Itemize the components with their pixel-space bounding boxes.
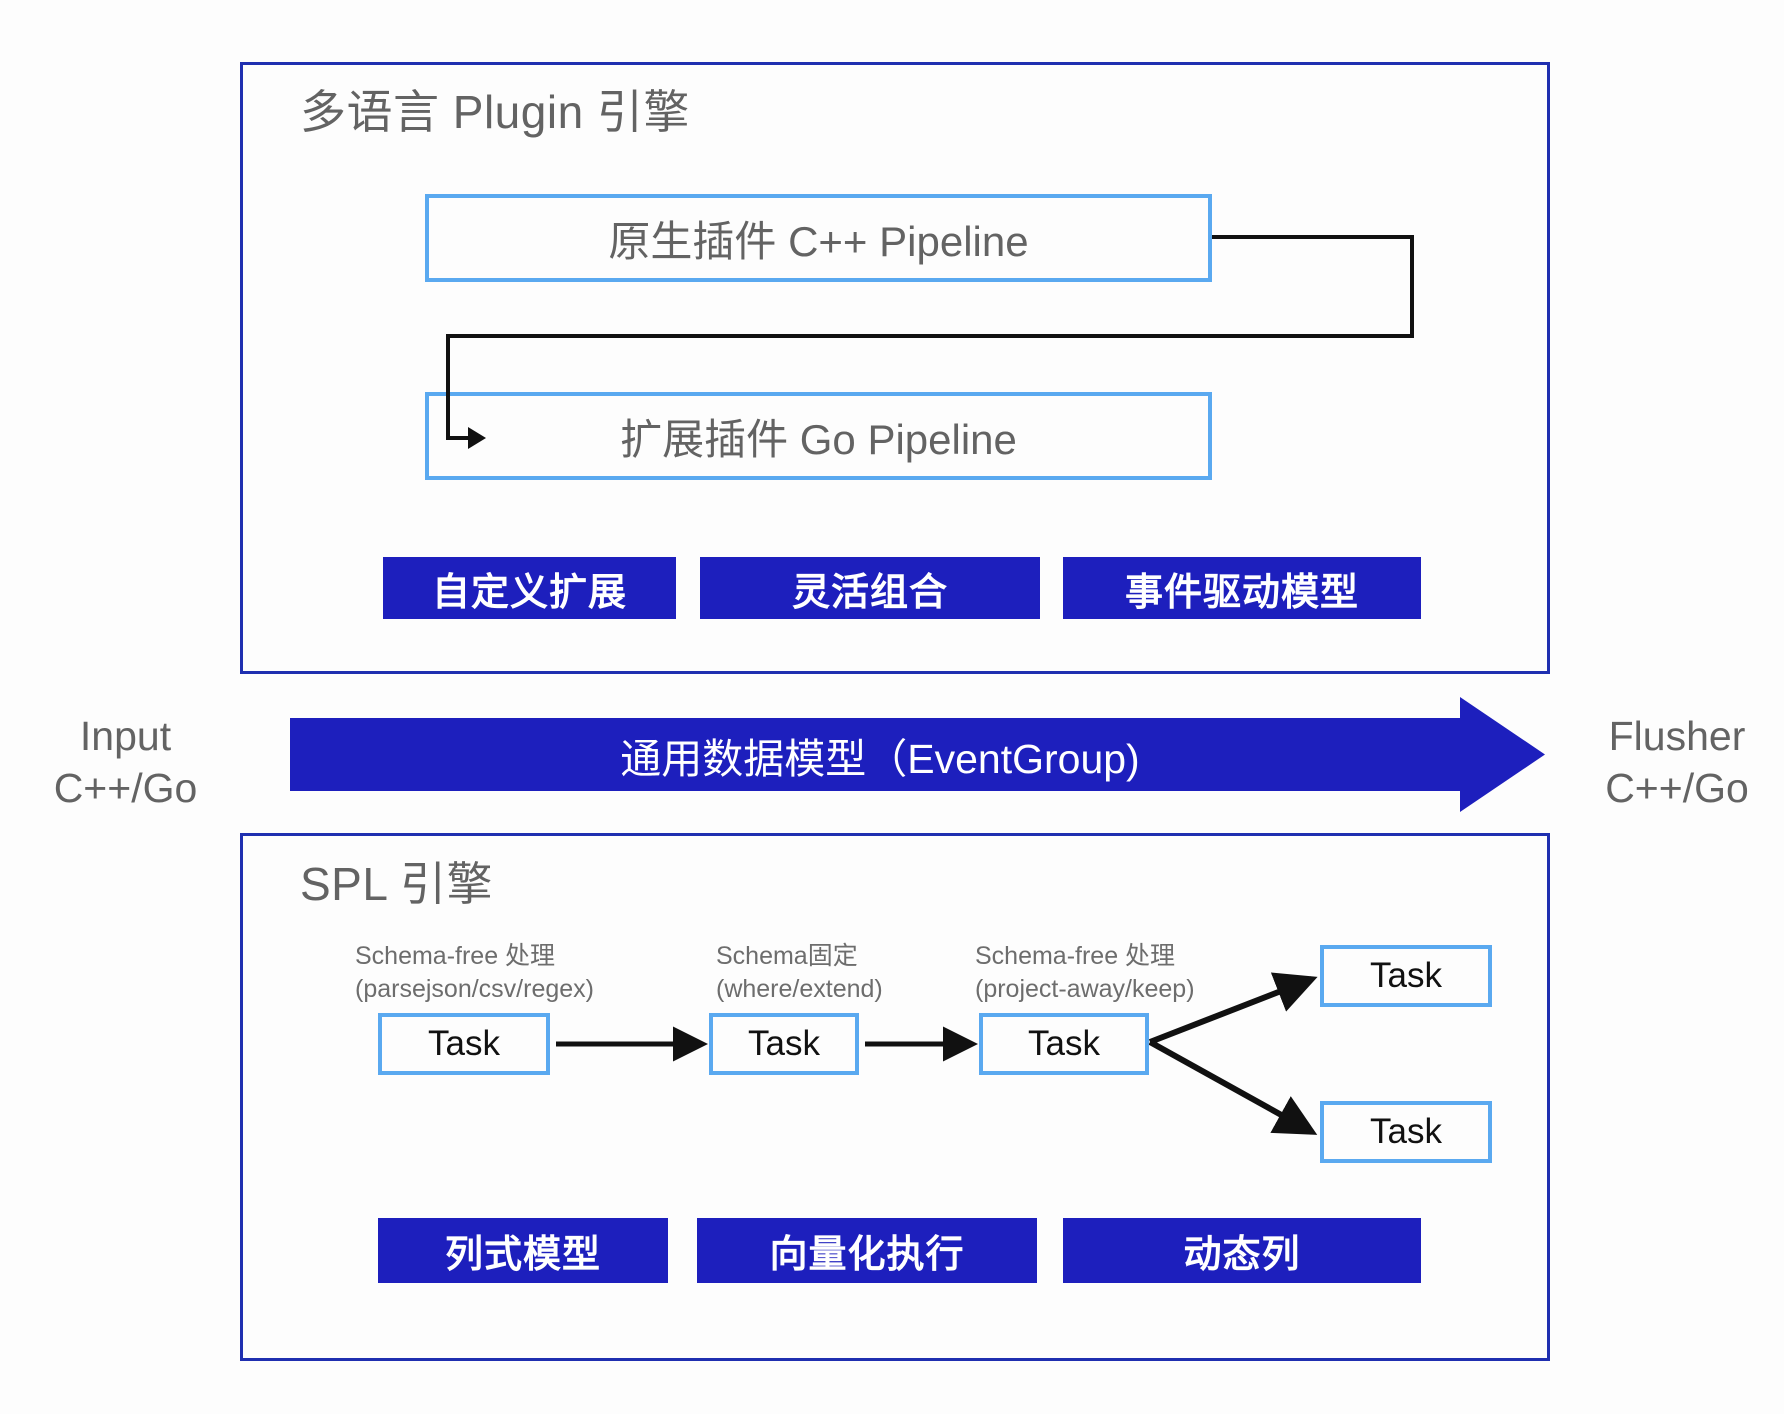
input-label-line1: Input (79, 713, 172, 759)
cpp-pipeline-box: 原生插件 C++ Pipeline (425, 194, 1212, 282)
spl-task-box-4: Task (1320, 945, 1492, 1007)
plugin-tag-flexible-composition: 灵活组合 (700, 557, 1040, 619)
spl-tag-columnar-model: 列式模型 (378, 1218, 668, 1283)
feedback-connector-segment (1410, 235, 1414, 338)
go-pipeline-box: 扩展插件 Go Pipeline (425, 392, 1212, 480)
task-caption-1-line1: Schema-free 处理 (355, 942, 556, 970)
plugin-tag-custom-extension: 自定义扩展 (383, 557, 676, 619)
feedback-connector-segment (446, 334, 1414, 338)
feedback-connector-segment (446, 334, 450, 440)
spl-engine-panel (240, 833, 1550, 1361)
spl-task-box-5: Task (1320, 1101, 1492, 1163)
plugin-engine-title: 多语言 Plugin 引擎 (300, 86, 690, 138)
flusher-label-line1: Flusher (1608, 713, 1746, 759)
flusher-label-line2: C++/Go (1605, 765, 1749, 812)
feedback-connector-segment (446, 436, 472, 440)
input-label: Input C++/Go (18, 710, 233, 815)
task-caption-3-line1: Schema-free 处理 (975, 942, 1176, 970)
task-caption-1: Schema-free 处理 (parsejson/csv/regex) (355, 940, 594, 1006)
task-caption-3: Schema-free 处理 (project-away/keep) (975, 940, 1195, 1006)
event-group-arrow-icon (290, 697, 1545, 812)
task-caption-2-line1: Schema固定 (716, 942, 858, 970)
task-caption-1-line2: (parsejson/csv/regex) (355, 975, 594, 1003)
plugin-engine-panel (240, 62, 1550, 674)
spl-tag-dynamic-column: 动态列 (1063, 1218, 1421, 1283)
plugin-tag-event-driven-model: 事件驱动模型 (1063, 557, 1421, 619)
spl-task-box-2: Task (709, 1013, 859, 1075)
task-caption-2: Schema固定 (where/extend) (716, 940, 883, 1006)
spl-engine-title: SPL 引擎 (300, 858, 494, 910)
spl-task-box-1: Task (378, 1013, 550, 1075)
flusher-label: Flusher C++/Go (1570, 710, 1784, 815)
feedback-arrow-icon (468, 427, 486, 449)
input-label-line2: C++/Go (53, 765, 198, 812)
task-caption-2-line2: (where/extend) (716, 975, 883, 1003)
spl-task-box-3: Task (979, 1013, 1149, 1075)
spl-tag-vectorized-execution: 向量化执行 (697, 1218, 1037, 1283)
feedback-connector-segment (1212, 235, 1414, 239)
task-caption-3-line2: (project-away/keep) (975, 975, 1195, 1003)
